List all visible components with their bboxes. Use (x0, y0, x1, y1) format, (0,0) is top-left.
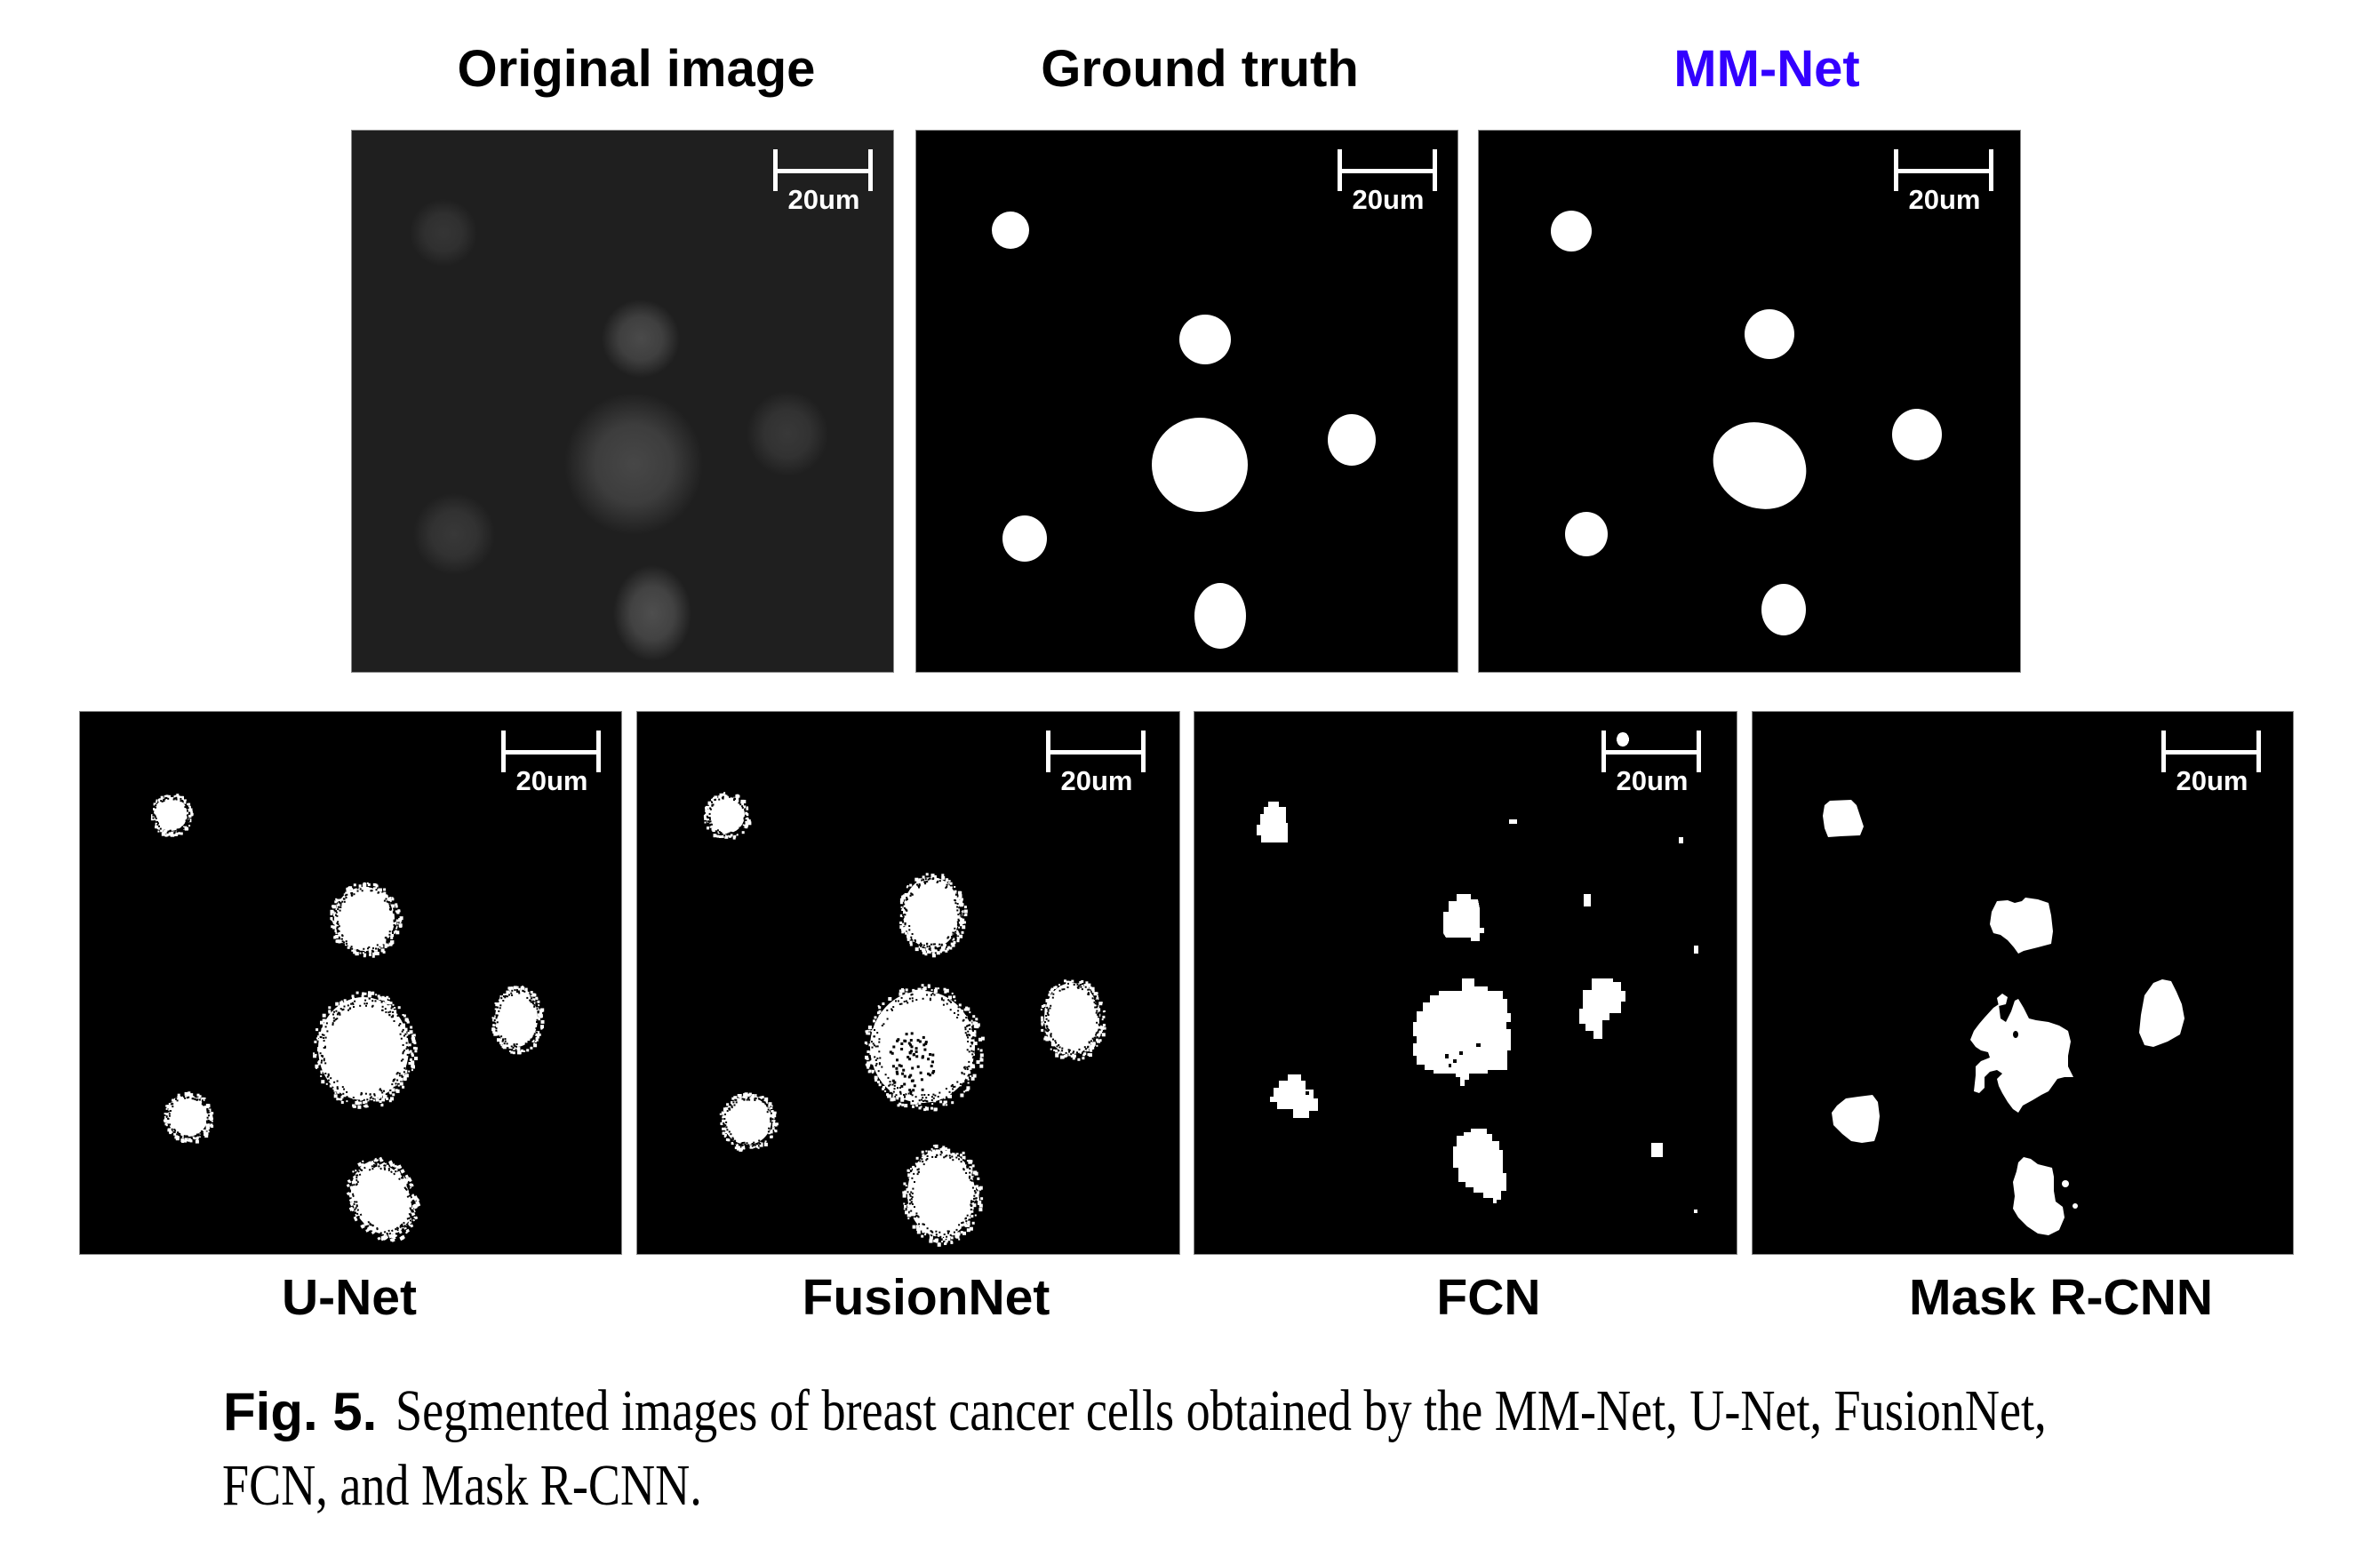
scale-bar-icon: 20um (1894, 149, 1993, 215)
noise-fragment (1509, 819, 1517, 824)
scale-bar-label: 20um (2176, 765, 2248, 796)
cell-mask (723, 1097, 771, 1145)
cell-mask (334, 887, 395, 951)
mask_rcnn-image: 20um (1752, 711, 2294, 1255)
cell-mask (1443, 894, 1484, 941)
cell-mask (1551, 211, 1592, 252)
cell-mask (2073, 1203, 2078, 1209)
scale-bar-icon: 20um (501, 731, 601, 796)
panel-unet: 20um (79, 711, 622, 1255)
caption-figure-number: Fig. 5. (223, 1382, 378, 1441)
scale-bar-label: 20um (1909, 184, 1981, 215)
cell-mask (1579, 978, 1625, 1039)
cell-mask (1997, 994, 2008, 1006)
cell-glow (410, 199, 477, 267)
cell-mask (707, 796, 745, 834)
cell-glow (613, 565, 691, 661)
title-mm-net: MM-Net (1673, 40, 1860, 98)
cell-mask (1413, 978, 1511, 1086)
cell-mask (1044, 983, 1099, 1054)
noise-fragment (1694, 1210, 1697, 1213)
cell-mask (1565, 512, 1608, 556)
cell-mask (1328, 414, 1376, 466)
scale-bar-icon: 20um (2161, 731, 2261, 796)
cell-mask (1832, 1095, 1880, 1143)
scale-bar-icon: 20um (1338, 149, 1437, 215)
scale-bar-label: 20um (1061, 765, 1133, 796)
cell-mask (1617, 732, 1629, 747)
cell-mask (1990, 898, 2053, 954)
panel-mask-rcnn: 20um (1752, 711, 2294, 1255)
panel-mm-net: 20um (1478, 130, 2021, 673)
scale-bar-icon: 20um (773, 149, 873, 215)
cell-glow (602, 299, 680, 378)
noise-fragment (1651, 1143, 1663, 1157)
scale-bar-icon: 20um (1046, 731, 1146, 796)
cell-mask (907, 1150, 975, 1237)
cell-mask (154, 797, 188, 831)
label-fusionnet: FusionNet (802, 1269, 1050, 1326)
original-image: 20um (351, 130, 894, 673)
label-mask-rcnn: Mask R-CNN (1908, 1269, 2214, 1326)
cell-mask (167, 1096, 208, 1137)
cell-mask (1892, 409, 1942, 460)
panel-fcn: 20um (1194, 711, 1737, 1255)
mm_net-image: 20um (1478, 130, 2021, 673)
cell-mask (1152, 418, 1248, 512)
cell-mask (903, 877, 960, 948)
title-ground-truth: Ground truth (1041, 40, 1359, 98)
noise-fragment (1694, 946, 1698, 954)
cell-mask (318, 997, 409, 1100)
scale-bar-label: 20um (788, 184, 860, 215)
cell-mask (1194, 583, 1246, 649)
cell-mask (1179, 315, 1231, 364)
cell-mask (1453, 1129, 1506, 1203)
cell-mask (2062, 1180, 2069, 1187)
cell-mask (1970, 999, 2073, 1113)
scale-bar-icon: 20um (1601, 731, 1701, 796)
fcn-image: 20um (1194, 711, 1737, 1255)
cell-glow (747, 391, 828, 476)
panel-fusionnet: 20um (636, 711, 1180, 1255)
cell-mask (350, 1162, 412, 1235)
cell-mask (1002, 515, 1047, 562)
label-unet: U-Net (282, 1269, 417, 1326)
unet-image: 20um (79, 711, 622, 1255)
cell-mask (2013, 1157, 2065, 1235)
cell-mask (1761, 584, 1806, 635)
noise-fragment (1584, 894, 1591, 906)
ground_truth-image: 20um (915, 130, 1458, 673)
cell-mask (2139, 979, 2184, 1047)
noise-fragment (1679, 837, 1683, 843)
cell-glow (413, 493, 495, 575)
label-fcn: FCN (1436, 1269, 1541, 1326)
panel-original-image: 20um (351, 130, 894, 673)
cell-mask (1270, 1074, 1318, 1118)
cell-mask (992, 212, 1029, 249)
caption-line-2: FCN, and Mask R-CNN. (222, 1453, 702, 1518)
fusionnet-image: 20um (636, 711, 1180, 1255)
cell-mask (1745, 309, 1794, 359)
cell-mask (1823, 800, 1864, 837)
scale-bar-label: 20um (516, 765, 588, 796)
cell-mask (1713, 422, 1807, 509)
caption-line-1: Segmented images of breast cancer cells … (395, 1378, 2047, 1443)
panel-ground-truth: 20um (915, 130, 1458, 673)
cell-glow (564, 393, 703, 535)
cell-mask (495, 990, 538, 1047)
scale-bar-label: 20um (1617, 765, 1689, 796)
cell-mask (1257, 802, 1288, 842)
scale-bar-label: 20um (1353, 184, 1425, 215)
title-original-image: Original image (457, 40, 816, 98)
